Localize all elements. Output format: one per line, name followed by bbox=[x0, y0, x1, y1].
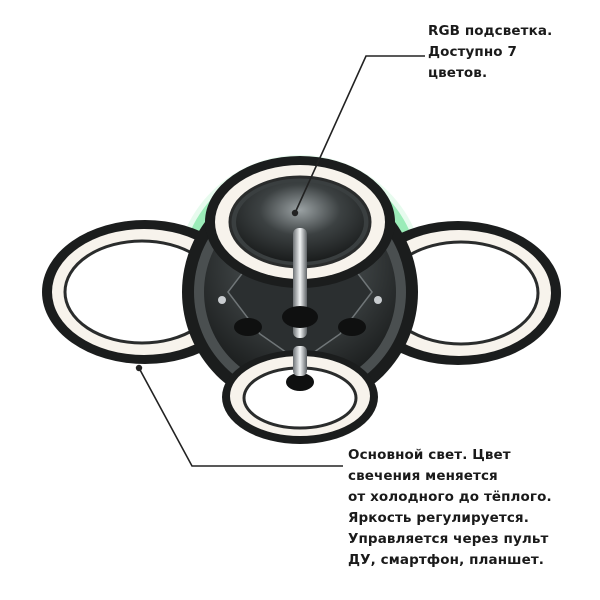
front-ring bbox=[222, 350, 378, 444]
rgb-callout-line: Доступно 7 bbox=[428, 44, 517, 60]
rgb-callout-line: цветов. bbox=[428, 65, 488, 81]
main-callout-line: свечения меняется bbox=[348, 468, 498, 484]
main-callout-line: Основной свет. Цвет bbox=[348, 447, 511, 463]
rgb-leader-dot bbox=[291, 209, 299, 217]
rgb-callout: RGB подсветка. Доступно 7 цветов. bbox=[428, 21, 552, 84]
top-ring bbox=[205, 156, 395, 288]
main-callout-line: Яркость регулируется. bbox=[348, 510, 529, 526]
main-leader-line bbox=[138, 367, 343, 467]
main-leader-dot bbox=[135, 364, 143, 372]
main-callout-line: ДУ, смартфон, планшет. bbox=[348, 552, 545, 568]
main-light-callout: Основной свет. Цвет свечения меняется от… bbox=[348, 445, 552, 571]
hub-knobs bbox=[234, 306, 366, 391]
main-callout-line: Управляется через пульт bbox=[348, 531, 549, 547]
rgb-leader-line bbox=[294, 55, 425, 214]
rgb-callout-line: RGB подсветка. bbox=[428, 23, 553, 39]
main-callout-line: от холодного до тёплого. bbox=[348, 489, 552, 505]
